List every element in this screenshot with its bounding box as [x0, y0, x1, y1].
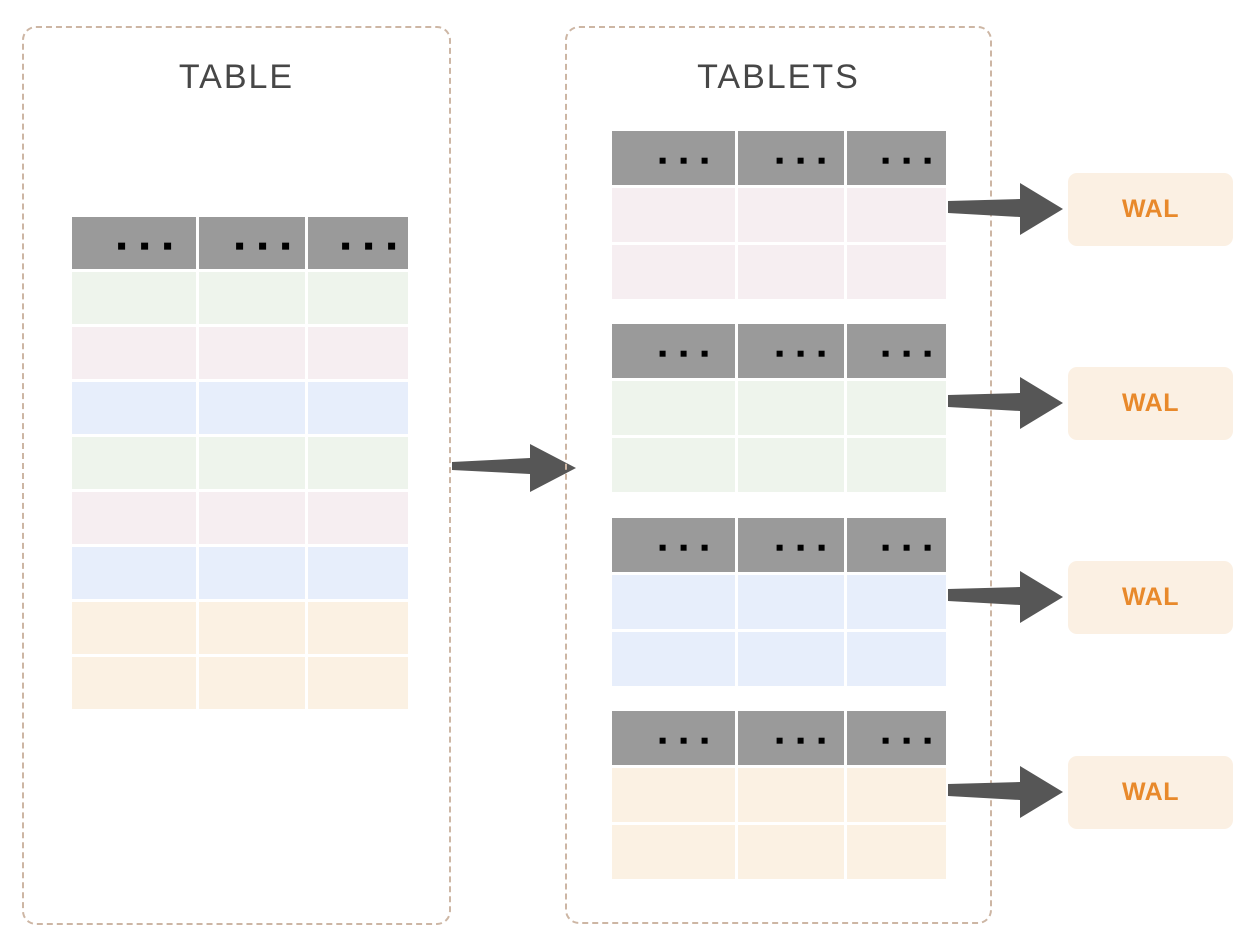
wal-arrow-icon-1	[948, 183, 1063, 235]
table-row-cell	[72, 547, 196, 599]
tablet-row-cell	[738, 575, 844, 629]
table-row-cell	[308, 547, 408, 599]
wal-box-4[interactable]: WAL	[1068, 756, 1233, 829]
tablet-grid-2	[612, 324, 946, 492]
table-row-cell	[308, 437, 408, 489]
tablet-header-cell	[847, 131, 946, 185]
tablet-header-cell	[612, 324, 735, 378]
tablet-header-cell	[738, 711, 844, 765]
table-row-cell	[72, 492, 196, 544]
tablet-row-cell	[738, 825, 844, 879]
ellipsis-icon	[882, 350, 931, 357]
tablet-grid-1	[612, 131, 946, 299]
ellipsis-icon	[659, 737, 708, 744]
tablet-header-cell	[847, 324, 946, 378]
table-panel-title: TABLE	[178, 58, 295, 96]
tablet-header-cell	[612, 711, 735, 765]
table-row-cell	[199, 437, 305, 489]
table-header-cell	[199, 217, 305, 269]
tablets-panel	[565, 26, 992, 924]
table-row-cell	[308, 492, 408, 544]
tablet-row-cell	[612, 245, 735, 299]
ellipsis-icon	[882, 544, 931, 551]
table-row-cell	[72, 602, 196, 654]
tablet-row-cell	[738, 768, 844, 822]
ellipsis-icon	[776, 350, 825, 357]
table-row-cell	[72, 657, 196, 709]
tablets-panel-title: TABLETS	[697, 58, 860, 96]
tablet-row-cell	[612, 438, 735, 492]
table-panel	[22, 26, 451, 925]
wal-arrow-icon-3	[948, 571, 1063, 623]
ellipsis-icon	[882, 157, 931, 164]
tablet-row-cell	[738, 438, 844, 492]
table-row-cell	[199, 602, 305, 654]
tablet-row-cell	[847, 245, 946, 299]
table-row-cell	[72, 272, 196, 324]
table-row-cell	[72, 437, 196, 489]
table-row-cell	[308, 382, 408, 434]
wal-arrow-icon-2	[948, 377, 1063, 429]
tablet-row-cell	[612, 188, 735, 242]
tablet-header-cell	[738, 131, 844, 185]
tablet-row-cell	[847, 575, 946, 629]
wal-box-1[interactable]: WAL	[1068, 173, 1233, 246]
table-grid	[72, 217, 408, 709]
ellipsis-icon	[659, 544, 708, 551]
table-row-cell	[199, 272, 305, 324]
tablet-grid-3	[612, 518, 946, 686]
tablet-row-cell	[847, 825, 946, 879]
table-header-cell	[308, 217, 408, 269]
ellipsis-icon	[776, 737, 825, 744]
tablet-row-cell	[847, 438, 946, 492]
ellipsis-icon	[776, 544, 825, 551]
tablet-row-cell	[612, 575, 735, 629]
table-row-cell	[199, 327, 305, 379]
tablet-header-cell	[847, 518, 946, 572]
table-row-cell	[308, 327, 408, 379]
tablet-header-cell	[738, 324, 844, 378]
tablet-row-cell	[847, 632, 946, 686]
tablet-row-cell	[738, 632, 844, 686]
wal-box-2[interactable]: WAL	[1068, 367, 1233, 440]
split-arrow-icon	[452, 444, 576, 492]
ellipsis-icon	[236, 242, 290, 250]
tablet-row-cell	[847, 381, 946, 435]
tablet-row-cell	[847, 188, 946, 242]
tablet-row-cell	[612, 825, 735, 879]
tablet-header-cell	[847, 711, 946, 765]
tablet-row-cell	[738, 188, 844, 242]
table-row-cell	[308, 602, 408, 654]
table-row-cell	[72, 382, 196, 434]
tablet-header-cell	[612, 518, 735, 572]
table-row-cell	[199, 382, 305, 434]
tablet-row-cell	[738, 381, 844, 435]
table-row-cell	[308, 657, 408, 709]
ellipsis-icon	[342, 242, 396, 250]
tablet-row-cell	[612, 768, 735, 822]
tablet-row-cell	[612, 632, 735, 686]
table-row-cell	[72, 327, 196, 379]
wal-arrow-icon-4	[948, 766, 1063, 818]
table-row-cell	[199, 492, 305, 544]
tablet-header-cell	[738, 518, 844, 572]
tablet-row-cell	[612, 381, 735, 435]
table-row-cell	[199, 547, 305, 599]
ellipsis-icon	[659, 157, 708, 164]
tablet-row-cell	[738, 245, 844, 299]
table-row-cell	[199, 657, 305, 709]
table-header-cell	[72, 217, 196, 269]
ellipsis-icon	[659, 350, 708, 357]
ellipsis-icon	[882, 737, 931, 744]
ellipsis-icon	[118, 242, 172, 250]
table-row-cell	[308, 272, 408, 324]
wal-box-3[interactable]: WAL	[1068, 561, 1233, 634]
tablet-row-cell	[847, 768, 946, 822]
ellipsis-icon	[776, 157, 825, 164]
tablet-header-cell	[612, 131, 735, 185]
tablet-grid-4	[612, 711, 946, 879]
